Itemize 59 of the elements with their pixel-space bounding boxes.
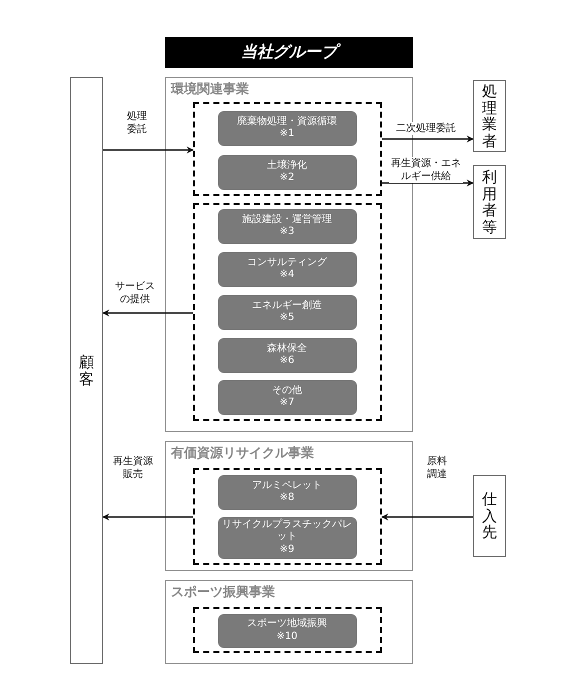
- business-box: [218, 294, 356, 330]
- business-section-box: [165, 441, 413, 571]
- item-title: リサイクルプラスチックパレット: [222, 518, 352, 544]
- item-title: 施設建設・運営管理: [241, 214, 333, 226]
- note-mark: ※3: [278, 226, 296, 238]
- note-mark: ※5: [278, 312, 296, 324]
- dashed-group-frame: [192, 468, 382, 564]
- group-title-band: 当社グループ: [165, 37, 413, 68]
- arrow: [102, 514, 193, 520]
- business-box: [218, 208, 356, 244]
- entity-box: [473, 165, 506, 239]
- note-mark: ※8: [278, 492, 296, 504]
- business-box: [218, 338, 356, 372]
- business-box: [218, 110, 356, 146]
- item-title: 廃棄物処理・資源循環: [236, 116, 338, 128]
- section-title: 有価資源リサイクル事業: [171, 445, 314, 462]
- business-section-box: [165, 580, 413, 664]
- note-mark: ※7: [278, 397, 296, 410]
- business-box: [218, 380, 356, 414]
- arrow: [102, 310, 193, 316]
- edge-label: 再生資源・エネルギー供給: [389, 157, 463, 183]
- arrow: [103, 146, 194, 154]
- item-title: アルミペレット: [251, 480, 323, 492]
- dashed-group-frame: [192, 606, 382, 652]
- note-mark: ※6: [278, 355, 296, 368]
- business-box: [218, 154, 356, 190]
- item-title: エネルギー創造: [251, 300, 323, 312]
- item-title: 土壌浄化: [266, 160, 308, 172]
- edge-label: サービスの提供: [113, 280, 157, 306]
- note-mark: ※9: [278, 544, 296, 556]
- section-title: 環境関連事業: [171, 80, 249, 98]
- item-title: その他: [271, 384, 303, 397]
- node-label: 顧客: [79, 354, 94, 387]
- dashed-group-frame: [192, 202, 382, 420]
- node-label: 仕入先: [482, 491, 497, 541]
- arrow: [382, 180, 474, 186]
- section-title: スポーツ振興事業: [171, 584, 275, 601]
- arrow: [382, 136, 474, 142]
- note-mark: ※10: [275, 630, 299, 643]
- item-title: 森林保全: [266, 342, 308, 355]
- edge-label: 再生資源販売: [111, 455, 155, 481]
- entity-box: [473, 80, 506, 152]
- business-box: [218, 474, 356, 510]
- arrow: [381, 514, 473, 520]
- business-box: [218, 252, 356, 286]
- dashed-group-frame: [192, 102, 382, 196]
- business-box: [218, 614, 356, 648]
- node-label: 処理業者: [482, 83, 497, 149]
- item-title: コンサルティング: [246, 256, 328, 269]
- note-mark: ※2: [278, 172, 296, 184]
- edge-label: 原料調達: [426, 455, 448, 481]
- item-title: スポーツ地域振興: [246, 618, 328, 630]
- business-box: [218, 516, 356, 558]
- edge-label: 処理委託: [126, 110, 148, 136]
- note-mark: ※4: [278, 269, 296, 282]
- entity-box: [473, 475, 506, 557]
- entity-box: [70, 77, 103, 664]
- note-mark: ※1: [278, 128, 296, 140]
- node-label: 利用者等: [482, 169, 497, 235]
